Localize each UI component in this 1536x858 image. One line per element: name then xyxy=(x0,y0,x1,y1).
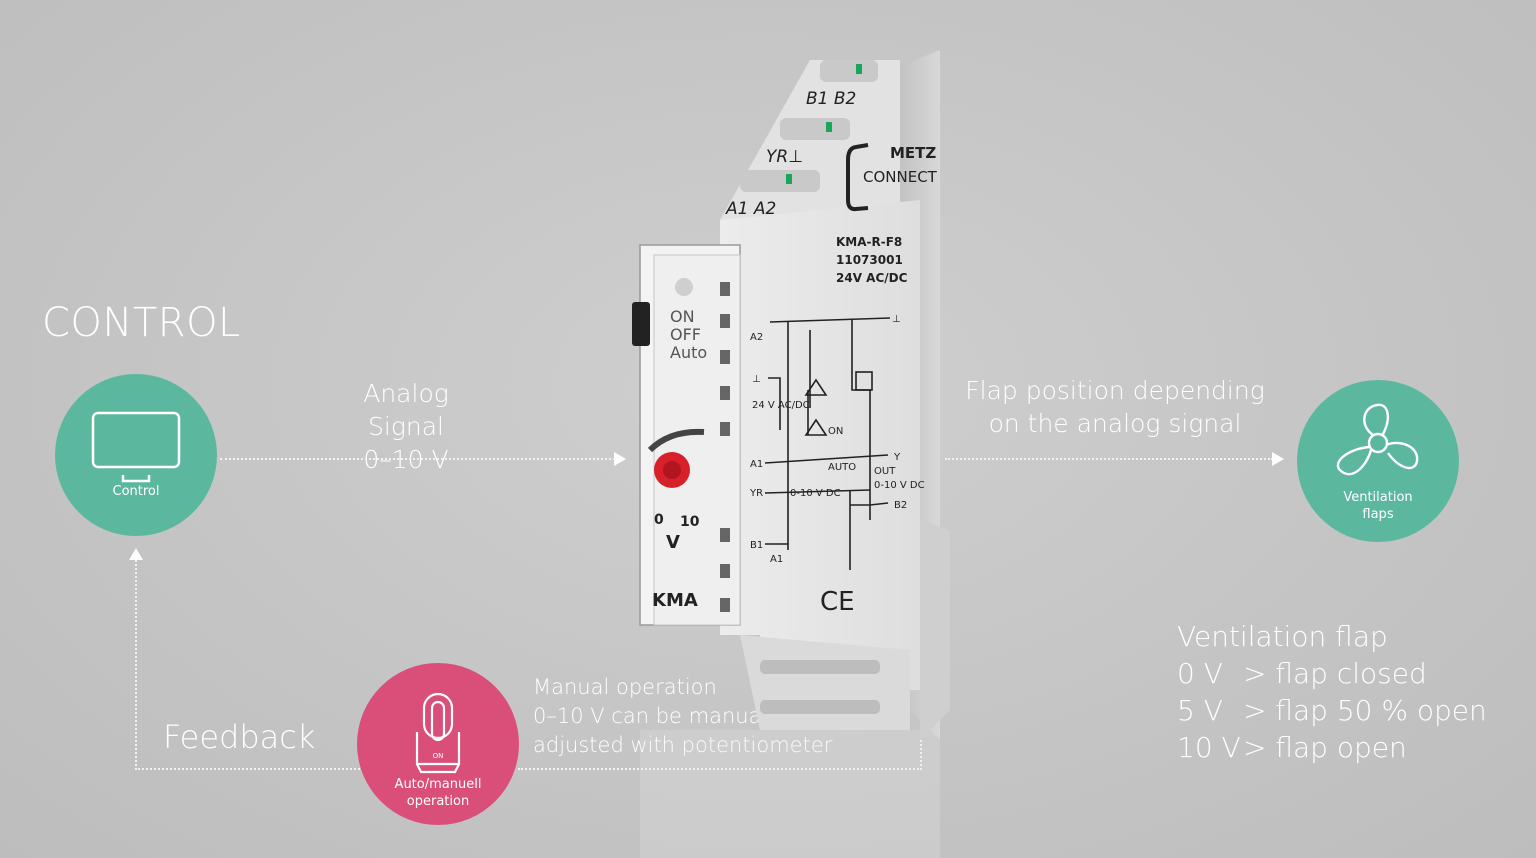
page-title: CONTROL xyxy=(42,300,241,346)
ventilation-flaps-node: Ventilation flaps xyxy=(1297,380,1459,542)
feedback-line-right xyxy=(518,768,922,770)
legend-state: > flap closed xyxy=(1243,657,1427,690)
manual-text-line1: Manual operation xyxy=(533,675,717,699)
relay-module: B1 B2 YR⊥ A1 A2 METZ CONNECT KMA-R-F8 11… xyxy=(632,50,950,858)
schematic-labels: A2 ⊥ ⊥ 24 V AC/DC ON A1 YR 0-10 V DC AUT… xyxy=(749,314,925,565)
manual-operation-text: Manual operation 0–10 V can be manually … xyxy=(533,673,832,760)
model-text: KMA-R-F8 xyxy=(836,235,902,249)
schem-y: Y xyxy=(893,452,901,463)
din-clip xyxy=(920,520,950,740)
dial-arc xyxy=(647,428,705,453)
schem-out: OUT xyxy=(874,466,896,477)
flap-position-line2: on the analog signal xyxy=(988,409,1242,438)
switch-icon-text: ON xyxy=(433,752,444,760)
ventilation-flaps-label: Ventilation flaps xyxy=(1343,489,1412,523)
knob-center xyxy=(663,461,681,479)
legend-voltage: 5 V xyxy=(1177,694,1223,727)
schem-on: ON xyxy=(828,426,843,437)
device-front xyxy=(720,200,920,690)
device-reflection xyxy=(640,730,940,858)
switch-label-off: OFF xyxy=(670,325,701,344)
manual-text-line2: 0–10 V can be manually xyxy=(533,704,786,728)
schem-gnd-left: ⊥ xyxy=(752,374,761,385)
brand-line2: CONNECT xyxy=(863,168,938,186)
bottom-slot xyxy=(760,700,880,714)
legend-state: > flap 50 % open xyxy=(1243,694,1487,727)
schem-a1-bottom: A1 xyxy=(770,554,783,565)
schem-gnd: ⊥ xyxy=(892,314,901,325)
flap-position-line1: Flap position depending xyxy=(965,376,1265,405)
schem-b1: B1 xyxy=(750,540,763,551)
bottom-slot xyxy=(760,660,880,674)
flap-arrow-line xyxy=(945,458,1273,460)
ce-mark: CE xyxy=(820,587,855,617)
brand-line1: METZ xyxy=(890,144,936,162)
circuit-schematic xyxy=(764,317,891,570)
manual-label-line1: Auto/manuell xyxy=(394,777,482,792)
supply-text: 24V AC/DC xyxy=(836,271,908,285)
flap-arrowhead xyxy=(1272,452,1284,466)
schem-a1: A1 xyxy=(750,459,763,470)
control-node: Control xyxy=(55,374,217,536)
monitor-icon xyxy=(91,411,181,482)
schem-out-range: 0-10 V DC xyxy=(874,480,925,491)
control-label: Control xyxy=(112,483,160,499)
switch-label-on: ON xyxy=(670,307,695,326)
brand-logo-bracket xyxy=(846,143,869,212)
schem-yr: YR xyxy=(749,488,763,499)
terminal-block-bottom xyxy=(740,635,910,730)
manual-operation-node: ON Auto/manuell operation xyxy=(357,663,519,825)
dial-unit-label: V xyxy=(666,532,680,553)
terminal-label-a1a2: A1 A2 xyxy=(725,199,776,219)
flap-position-text: Flap position depending on the analog si… xyxy=(960,374,1270,440)
ventilation-flap-title: Ventilation flap xyxy=(1177,620,1388,653)
side-slots xyxy=(720,282,730,612)
legend-row: 5 V > flap 50 % open xyxy=(1177,692,1487,729)
schem-supply: 24 V AC/DC xyxy=(752,400,810,411)
analog-signal-line1: Analog Signal xyxy=(363,379,449,441)
part-number-text: 11073001 xyxy=(836,253,903,267)
dial-max-label: 10 xyxy=(680,514,700,530)
ventilation-flaps-line1: Ventilation xyxy=(1343,490,1413,505)
legend-state: > flap open xyxy=(1243,731,1407,764)
feedback-label: Feedback xyxy=(163,718,316,756)
schem-b2: B2 xyxy=(894,500,907,511)
feedback-line-left xyxy=(135,768,360,770)
signal-arrowhead xyxy=(614,452,626,466)
legend-row: 0 V > flap closed xyxy=(1177,655,1487,692)
signal-arrow-line xyxy=(220,458,615,460)
terminal-label-b1b2: B1 B2 xyxy=(806,89,856,109)
led-hole xyxy=(675,278,693,296)
terminal-label-yr: YR⊥ xyxy=(766,147,803,167)
legend-voltage: 10 V xyxy=(1177,731,1241,764)
fan-icon xyxy=(1336,403,1419,476)
front-module-label: KMA xyxy=(652,590,698,611)
terminal-slots xyxy=(740,60,878,192)
switch-icon: ON xyxy=(415,692,461,774)
schem-range: 0-10 V DC xyxy=(790,488,841,499)
ventilation-flap-legend: Ventilation flap 0 V > flap closed 5 V > f… xyxy=(1177,618,1487,766)
switch-label-auto: Auto xyxy=(670,343,707,362)
schem-a2: A2 xyxy=(750,332,763,343)
feedback-arrowhead xyxy=(129,548,143,560)
manual-label-line2: operation xyxy=(406,794,470,809)
schem-auto: AUTO xyxy=(828,462,856,473)
legend-voltage: 0 V xyxy=(1177,657,1223,690)
ventilation-flaps-line2: flaps xyxy=(1362,507,1394,522)
manual-operation-label: Auto/manuell operation xyxy=(395,776,482,810)
analog-signal-text: Analog Signal 0–10 V xyxy=(322,377,490,476)
manual-text-line3: adjusted with potentiometer xyxy=(533,733,832,757)
feedback-vertical-line xyxy=(135,560,137,770)
legend-row: 10 V> flap open xyxy=(1177,729,1487,766)
switch-labels: ON OFF Auto xyxy=(670,307,707,362)
dial-min-label: 0 xyxy=(654,512,664,528)
mode-switch[interactable] xyxy=(632,302,650,346)
